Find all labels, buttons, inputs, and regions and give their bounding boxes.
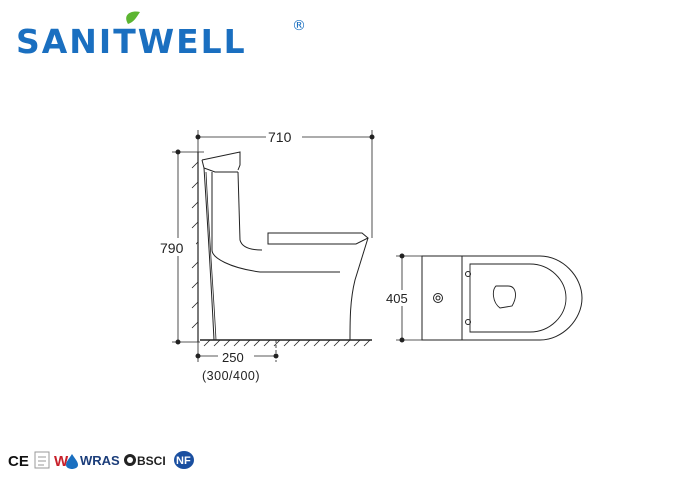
- brand-logo: SANITWELL ®: [16, 11, 306, 60]
- certification-logos: CE W WRAS BSCI NF: [8, 451, 194, 470]
- dim-rough-in-alt-label: (300/400): [202, 369, 260, 383]
- registered-mark: ®: [292, 18, 306, 34]
- cupc-icon: [34, 451, 50, 469]
- floor-hatch: [203, 339, 371, 347]
- watermark-logo: W: [54, 453, 69, 470]
- brand-name: SANITWELL: [16, 22, 247, 60]
- ce-mark: CE: [8, 453, 29, 470]
- dim-depth: [396, 253, 422, 343]
- top-view-toilet: [421, 255, 583, 341]
- water-drop-icon: [66, 454, 78, 469]
- leaf-icon: [126, 11, 140, 24]
- wras-logo: WRAS: [80, 453, 120, 468]
- dim-height-label: 790: [160, 240, 184, 256]
- dim-rough-in-label: 250: [222, 350, 244, 365]
- side-view-toilet: [201, 151, 369, 341]
- dim-width: [195, 130, 375, 238]
- bsci-logo: BSCI: [137, 454, 166, 468]
- dim-width-label: 710: [268, 129, 292, 145]
- nf-logo: NF: [176, 455, 191, 467]
- dim-depth-label: 405: [386, 291, 408, 306]
- nf-badge-icon: [174, 451, 194, 469]
- bsci-icon: [124, 454, 136, 466]
